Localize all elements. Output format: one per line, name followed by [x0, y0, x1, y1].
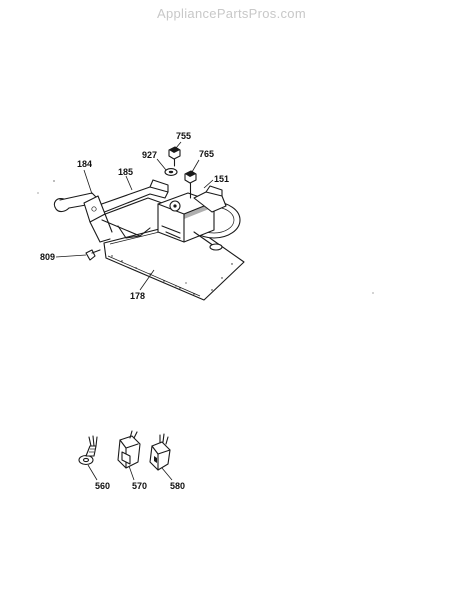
- callout-765: 765: [199, 149, 215, 159]
- callout-580: 580: [170, 481, 186, 491]
- part-809-screw: [85, 249, 101, 261]
- part-765-screw: [184, 170, 197, 199]
- part-570-spade-terminal: [117, 430, 141, 469]
- callout-927: 927: [142, 150, 158, 160]
- part-580-quick-connect-terminal: [149, 433, 171, 471]
- callout-560: 560: [95, 481, 111, 491]
- watermark: AppliancePartsPros.com: [157, 6, 306, 21]
- leader-lines: [55, 141, 214, 481]
- callout-151: 151: [214, 174, 230, 184]
- callout-570: 570: [132, 481, 148, 491]
- callout-185: 185: [118, 167, 134, 177]
- callout-755: 755: [176, 131, 192, 141]
- callout-178: 178: [130, 291, 146, 301]
- part-927-washer: [164, 168, 178, 176]
- part-560-ring-terminal: [78, 435, 98, 466]
- part-184-hook-bracket: [53, 192, 113, 243]
- part-755-screw: [168, 146, 181, 167]
- scan-specks: [37, 180, 374, 294]
- callout-809: 809: [40, 252, 56, 262]
- part-185-bracket: [95, 179, 169, 239]
- part-151-motor-assembly: [157, 185, 241, 251]
- callout-184: 184: [77, 159, 93, 169]
